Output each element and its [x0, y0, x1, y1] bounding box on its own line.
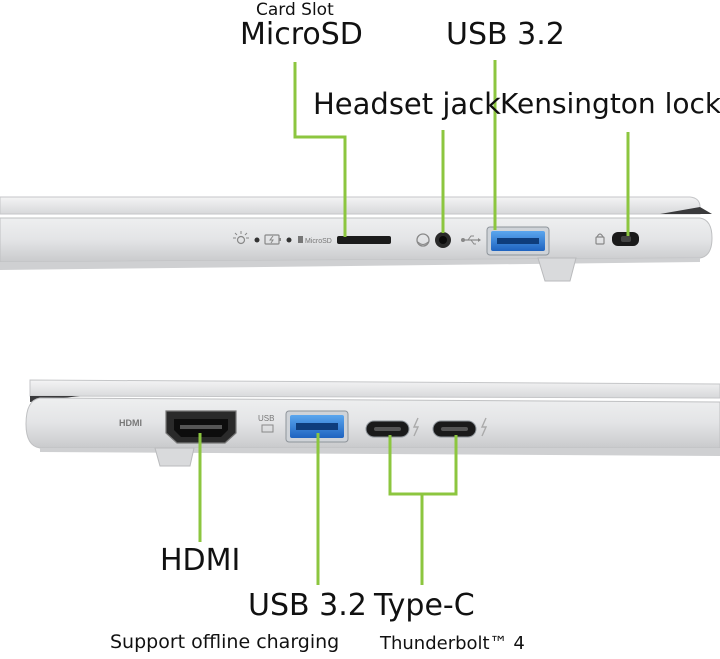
microsd-print: MicroSD — [305, 238, 332, 245]
battery-charging-icon — [264, 234, 281, 245]
usb-symbol-icon — [461, 235, 481, 245]
leader-microsd — [293, 62, 347, 237]
type-c-port-2 — [432, 420, 477, 438]
usb-top-label: USB 3.2 — [446, 17, 565, 52]
usb-bottom-label: USB 3.2 — [248, 588, 367, 623]
card-slot-caption: Card Slot — [256, 0, 334, 20]
lock-icon — [595, 233, 605, 245]
headset-icon — [416, 233, 430, 247]
type-c-label: Type-C — [374, 588, 475, 623]
usb-battery-marking: USB — [258, 414, 274, 433]
headset-jack-label: Headset jack — [313, 87, 501, 121]
thunderbolt-icon-2 — [480, 417, 488, 437]
microsd-label: MicroSD — [240, 17, 363, 52]
leader-lines-top — [293, 60, 630, 237]
hdmi-label: HDMI — [160, 543, 241, 578]
microsd-marking — [298, 236, 303, 243]
leader-lines-bottom — [198, 433, 458, 585]
hdmi-print: HDMI — [119, 418, 142, 428]
status-leds — [233, 231, 292, 245]
hdmi-port — [165, 410, 237, 444]
light-icon — [233, 231, 249, 245]
power-led — [254, 237, 260, 243]
type-c-port-1 — [365, 420, 410, 438]
usb-print: USB — [258, 414, 274, 423]
usb-bottom-sublabel: Support offline charging — [110, 631, 340, 653]
kensington-lock-label: Kensington lock — [500, 87, 720, 120]
microsd-slot — [337, 236, 391, 244]
thunderbolt-icon — [412, 417, 420, 437]
type-c-sublabel: Thunderbolt™ 4 — [380, 633, 525, 654]
usb-port-top — [486, 226, 550, 256]
charge-led — [286, 237, 292, 243]
usb-port-bottom — [285, 410, 349, 443]
